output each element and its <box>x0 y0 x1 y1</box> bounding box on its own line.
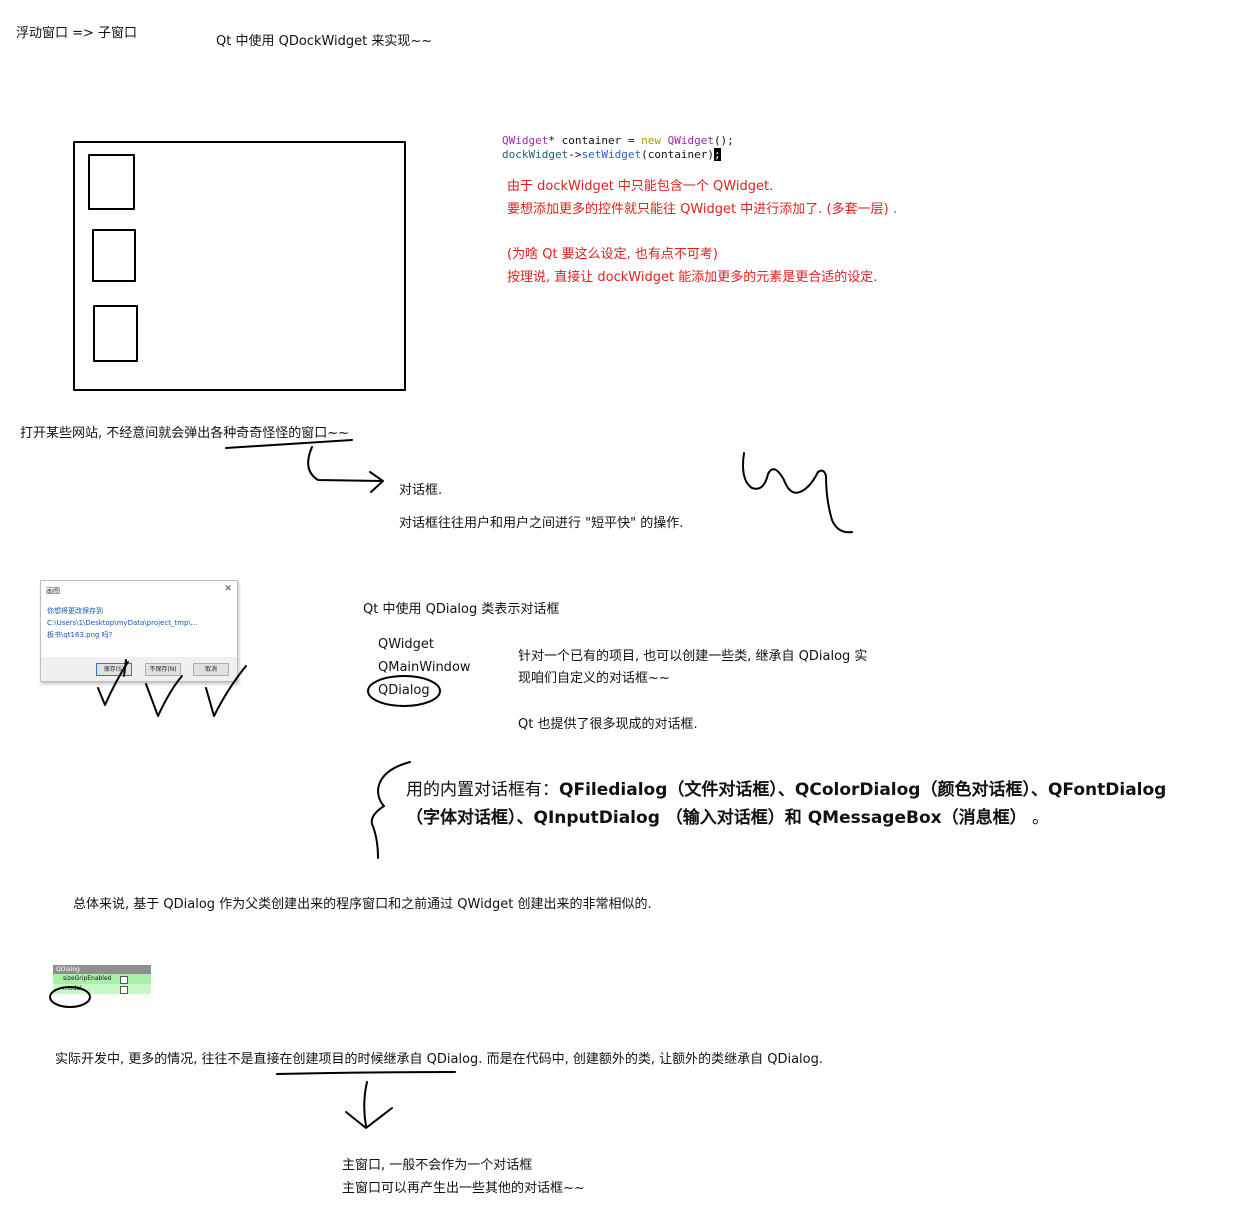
dont-save-button[interactable]: 不保存(N) <box>145 663 181 676</box>
qt-dock-note: Qt 中使用 QDockWidget 来实现~~ <box>216 34 433 49</box>
checkmark-2 <box>145 675 183 717</box>
dialog-description: 对话框往往用户和用户之间进行 "短平快" 的操作. <box>399 516 684 531</box>
code-line-2: dockWidget->setWidget(container); <box>502 148 721 161</box>
popup-note: 打开某些网站, 不经意间就会弹出各种奇奇怪怪的窗口~~ <box>20 426 350 441</box>
class-qwidget: QWidget <box>378 637 435 652</box>
inherit-note-3: Qt 也提供了很多现成的对话框. <box>518 717 698 732</box>
builtin-dialogs-line-1: 用的内置对话框有：QFiledialog（文件对话框）、QColorDialog… <box>406 780 1167 800</box>
class-qmainwindow: QMainWindow <box>378 660 471 675</box>
underline-practice <box>276 1071 456 1075</box>
summary-note: 总体来说, 基于 QDialog 作为父类创建出来的程序窗口和之前通过 QWid… <box>73 897 652 912</box>
inherit-note-1: 针对一个已有的项目, 也可以创建一些类, 继承自 QDialog 实 <box>518 649 868 664</box>
qdialog-heading: Qt 中使用 QDialog 类表示对话框 <box>363 602 560 617</box>
window-sketch-child-1 <box>88 154 135 210</box>
scribble <box>742 452 853 534</box>
class-qdialog: QDialog <box>378 683 430 698</box>
save-dialog-screenshot: 画图 ✕ 你想将更改保存到 C:\Users\1\Desktop\myData\… <box>40 580 238 682</box>
property-row: sizeGripEnabled <box>53 974 151 984</box>
checkbox[interactable] <box>120 986 128 994</box>
cancel-button[interactable]: 取消 <box>193 663 229 676</box>
practice-note: 实际开发中, 更多的情况, 往往不是直接在创建项目的时候继承自 QDialog.… <box>55 1052 823 1067</box>
red-note-1: 由于 dockWidget 中只能包含一个 QWidget. <box>507 179 774 194</box>
float-window-note: 浮动窗口 => 子窗口 <box>16 26 138 41</box>
arrow-down <box>345 1081 393 1129</box>
main-window-note-1: 主窗口, 一般不会作为一个对话框 <box>342 1158 533 1173</box>
red-note-3: (为啥 Qt 要这么设定, 也有点不可考) <box>507 247 719 262</box>
dialog-message: 你想将更改保存到 C:\Users\1\Desktop\myData\proje… <box>47 607 198 639</box>
dialog-label: 对话框. <box>399 483 443 498</box>
main-window-note-2: 主窗口可以再产生出一些其他的对话框~~ <box>342 1181 585 1196</box>
code-line-1: QWidget* container = new QWidget(); <box>502 134 734 147</box>
property-row: modal <box>53 984 151 994</box>
brace <box>370 761 411 859</box>
red-note-4: 按理说, 直接让 dockWidget 能添加更多的元素是更合适的设定. <box>507 270 878 285</box>
inherit-note-2: 现咱们自定义的对话框~~ <box>518 671 670 686</box>
dialog-footer: 保存(S) 不保存(N) 取消 <box>41 657 237 681</box>
arrow-to-dialog <box>307 446 384 493</box>
red-note-2: 要想添加更多的控件就只能往 QWidget 中进行添加了. (多套一层) . <box>507 202 897 217</box>
property-header: QDialog <box>53 965 151 974</box>
property-panel: QDialog sizeGripEnabled modal <box>53 965 151 994</box>
save-button[interactable]: 保存(S) <box>96 663 132 676</box>
dialog-title: 画图 <box>46 587 60 595</box>
window-sketch-child-2 <box>92 229 136 282</box>
window-sketch-child-3 <box>93 305 138 362</box>
close-icon: ✕ <box>224 584 232 594</box>
checkbox[interactable] <box>120 976 128 984</box>
builtin-dialogs-line-2: （字体对话框）、QInputDialog （输入对话框）和 QMessageBo… <box>406 808 1050 828</box>
window-sketch <box>73 141 406 391</box>
